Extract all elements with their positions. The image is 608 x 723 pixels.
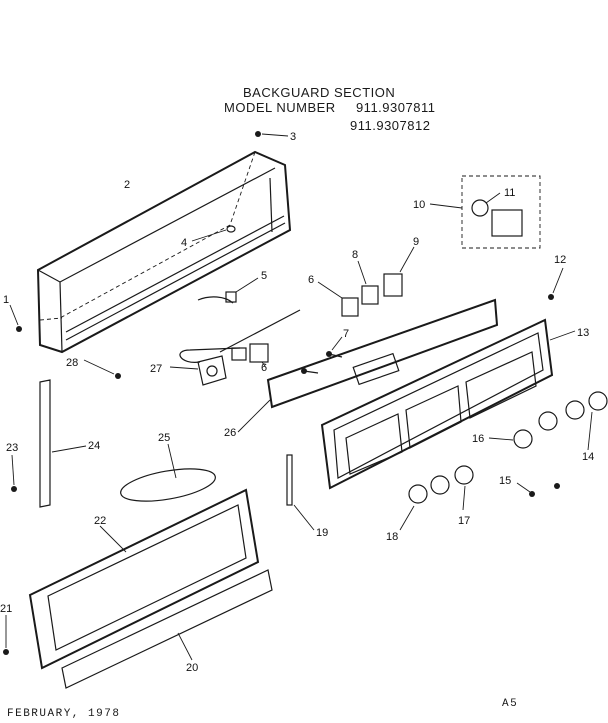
callout-24: 24 — [88, 440, 100, 452]
knobs-part-14 — [538, 391, 608, 451]
callout-10: 10 — [413, 199, 425, 211]
callout-21: 21 — [0, 603, 12, 615]
control-panel-part-26 — [237, 298, 499, 433]
callout-17: 17 — [458, 515, 470, 527]
screws-part-15 — [516, 482, 560, 497]
callout-5: 5 — [261, 270, 267, 282]
callout-23: 23 — [6, 442, 18, 454]
screw-part-1 — [9, 304, 22, 332]
callout-2: 2 — [124, 179, 130, 191]
callout-6-lower: 6 — [261, 362, 267, 374]
screws-part-7 — [301, 336, 343, 374]
screw-part-28 — [83, 359, 121, 379]
rear-panel-part-22 — [28, 488, 260, 670]
callout-26: 26 — [224, 427, 236, 439]
callout-9: 9 — [413, 236, 419, 248]
escutcheon-part-13 — [320, 318, 576, 490]
callout-11: 11 — [504, 187, 515, 199]
callout-1: 1 — [3, 294, 9, 306]
callout-4: 4 — [181, 237, 187, 249]
callout-22: 22 — [94, 515, 106, 527]
model-number-label: MODEL NUMBER — [224, 100, 336, 115]
switch-part-8 — [357, 260, 379, 305]
callout-19: 19 — [316, 527, 328, 539]
bracket-part-19 — [286, 454, 315, 531]
model-number-1: 911.9307811 — [355, 100, 436, 115]
inset-part-10 — [429, 175, 541, 249]
callout-12: 12 — [554, 254, 566, 266]
screw-part-12 — [548, 267, 564, 300]
backguard-shell — [36, 150, 292, 354]
callout-28: 28 — [66, 357, 78, 369]
wire-part-25 — [120, 443, 216, 502]
screw-part-23 — [11, 454, 17, 492]
callout-18: 18 — [386, 531, 398, 543]
timer-part-27 — [169, 309, 301, 386]
callout-27: 27 — [150, 363, 162, 375]
callout-14: 14 — [582, 451, 594, 463]
model-number-2-block: 911.9307812 — [350, 119, 430, 133]
switch-part-6-lower — [231, 343, 269, 367]
knob-part-16 — [488, 429, 533, 449]
page-code: A5 — [502, 698, 519, 710]
callout-6-upper: 6 — [308, 274, 314, 286]
callout-16: 16 — [472, 433, 484, 445]
switch-part-6-upper — [317, 281, 359, 317]
washer-part-4 — [191, 225, 236, 242]
callout-7: 7 — [343, 328, 349, 340]
model-number-block: MODEL NUMBER 911.9307811 — [224, 101, 435, 115]
callout-20: 20 — [186, 662, 198, 674]
diagram-title: BACKGUARD SECTION — [243, 86, 395, 100]
switch-part-9 — [383, 246, 415, 297]
model-number-2: 911.9307812 — [350, 118, 431, 133]
strip-part-24 — [39, 379, 87, 508]
footer-date: FEBRUARY, 1978 — [7, 708, 121, 720]
callout-8: 8 — [352, 249, 358, 261]
clip-part-5 — [197, 277, 259, 304]
knobs-part-17-18 — [399, 465, 474, 531]
screw-part-21 — [3, 615, 9, 655]
callout-13: 13 — [577, 327, 589, 339]
callout-15: 15 — [499, 475, 511, 487]
callout-3: 3 — [290, 131, 296, 143]
flange-part-20 — [61, 569, 273, 689]
section-title: BACKGUARD SECTION — [243, 85, 396, 100]
callout-25: 25 — [158, 432, 170, 444]
screw-part-3 — [255, 131, 289, 137]
